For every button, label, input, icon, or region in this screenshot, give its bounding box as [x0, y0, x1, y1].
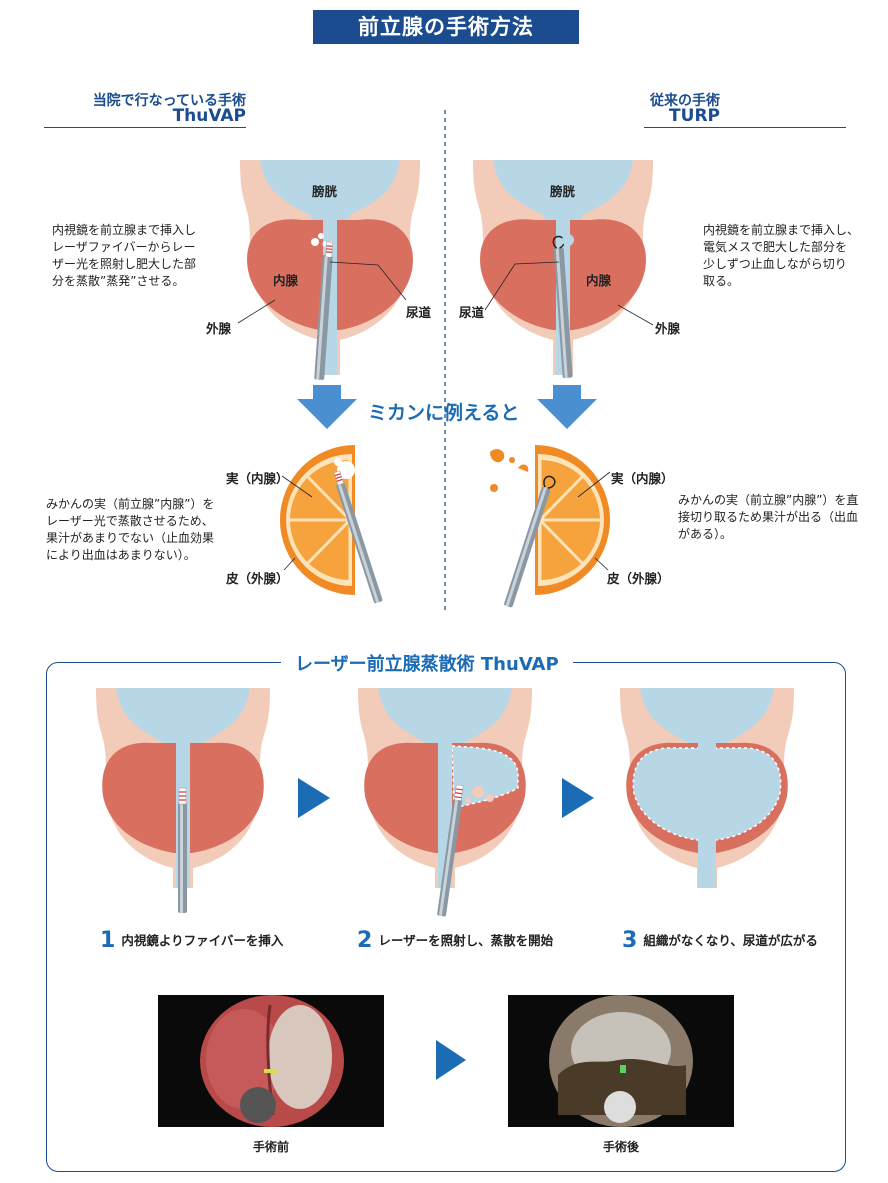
- left-method-name: ThuVAP: [172, 106, 246, 126]
- after-surgery-photo: [508, 995, 734, 1127]
- next-arrow-icon-2: [562, 778, 594, 818]
- right-method-name: TURP: [669, 106, 720, 126]
- left-heading-rule: [44, 127, 246, 128]
- right-fruit-label: 実（内腺）: [611, 471, 674, 486]
- step2-diagram: [358, 688, 532, 917]
- before-after-arrow-icon: [436, 1040, 466, 1080]
- next-arrow-icon-1: [298, 778, 330, 818]
- after-photo-caption: 手術後: [602, 1140, 639, 1154]
- left-fruit-label: 実（内腺）: [226, 471, 289, 486]
- left-subtitle: 当院で行なっている手術: [92, 93, 246, 109]
- right-orange-illustration: [490, 445, 611, 608]
- left-orange-illustration: [279, 445, 383, 604]
- right-heading-rule: [644, 127, 846, 128]
- mikan-left-description: みかんの実（前立腺”内腺”）をレーザー光で蒸散させるため、果汁があまりでない（止…: [46, 497, 215, 562]
- before-surgery-photo: [158, 995, 384, 1127]
- left-description: 内視鏡を前立腺まで挿入しレーザファイバーからレーザー光を照射し肥大した部分を蒸散…: [52, 223, 197, 288]
- right-inner-label: 内腺: [586, 273, 612, 288]
- before-photo-caption: 手術前: [252, 1140, 289, 1154]
- center-divider: [444, 110, 446, 610]
- right-outer-label: 外腺: [655, 321, 681, 336]
- step1-diagram: [96, 688, 270, 913]
- right-prostate-diagram: [473, 160, 654, 379]
- mikan-right-description: みかんの実（前立腺”内腺”）を直接切り取るため果汁が出る（出血がある）。: [678, 493, 859, 541]
- left-outer-label: 外腺: [206, 321, 232, 336]
- right-bladder-label: 膀胱: [550, 184, 576, 199]
- left-inner-label: 内腺: [273, 273, 299, 288]
- page-title: 前立腺の手術方法: [313, 10, 579, 44]
- down-arrow-icon-left: [297, 385, 357, 429]
- procedure-title: レーザー前立腺蒸散術 ThuVAP: [281, 650, 573, 676]
- left-prostate-diagram: [237, 160, 420, 380]
- down-arrow-icon-right: [537, 385, 597, 429]
- left-bladder-label: 膀胱: [312, 184, 338, 199]
- right-peel-label: 皮（外腺）: [607, 571, 670, 586]
- left-peel-label: 皮（外腺）: [226, 571, 289, 586]
- left-urethra-label: 尿道: [406, 305, 432, 320]
- mikan-heading: ミカンに例えると: [368, 402, 520, 424]
- right-subtitle: 従来の手術: [650, 93, 720, 109]
- right-urethra-label: 尿道: [459, 305, 485, 320]
- right-description: 内視鏡を前立腺まで挿入し、電気メスで肥大した部分を少しずつ止血しながら切り取る。: [703, 223, 860, 288]
- step3-diagram: [620, 688, 794, 888]
